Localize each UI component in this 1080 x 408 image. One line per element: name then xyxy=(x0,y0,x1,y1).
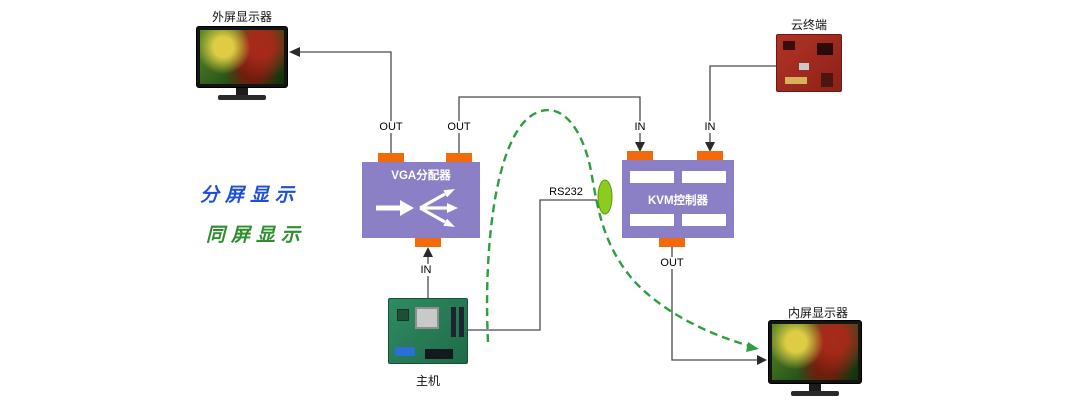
board-connector xyxy=(395,347,415,356)
kvm-slot xyxy=(682,171,726,183)
vga-splitter-box: VGA分配器 xyxy=(362,153,480,247)
kvm-slot xyxy=(682,214,726,226)
connector-host-rs232-to-kvm xyxy=(468,199,597,331)
port-label-vga-out-right: OUT xyxy=(445,121,473,133)
connector-vga-to-kvm xyxy=(458,96,641,153)
port-label-kvm-in-left: IN xyxy=(632,121,648,133)
arrowhead-into-kvm-right xyxy=(705,142,715,152)
same-screen-dashed-path xyxy=(485,108,751,348)
board-chip xyxy=(783,41,795,50)
legend-same-screen: 同屏显示 xyxy=(206,225,307,246)
rs232-port-node xyxy=(597,179,613,215)
ram-slot xyxy=(451,307,456,337)
monitor-stand-neck xyxy=(236,88,248,95)
port-label-kvm-out: OUT xyxy=(658,257,686,269)
port-label-kvm-in-right: IN xyxy=(702,121,718,133)
arrowhead-to-external-monitor xyxy=(289,47,300,57)
internal-monitor xyxy=(768,320,862,396)
board-chip xyxy=(397,309,409,321)
kvm-controller-box: KVM控制器 xyxy=(622,151,734,247)
monitor-stand-base xyxy=(791,391,839,396)
monitor-stand-neck xyxy=(809,384,821,391)
connector-kvm-to-internal-monitor xyxy=(671,247,757,361)
board-chip xyxy=(799,63,809,70)
arrowhead-same-screen-path xyxy=(746,342,759,352)
kvm-in-port-tab xyxy=(627,151,653,160)
monitor-bezel xyxy=(768,320,862,384)
cloud-terminal-board-image xyxy=(776,34,842,92)
cpu-heatsink xyxy=(415,307,439,329)
kvm-slot xyxy=(630,171,674,183)
board-connector xyxy=(425,349,453,359)
port-label-vga-out-left: OUT xyxy=(377,121,405,133)
internal-monitor-label: 内屏显示器 xyxy=(788,306,849,320)
splitter-arrows-icon xyxy=(376,189,458,227)
arrowhead-into-kvm-left xyxy=(635,142,645,152)
kvm-controller-title: KVM控制器 xyxy=(647,195,709,207)
ram-slot xyxy=(459,307,464,337)
external-monitor-label: 外屏显示器 xyxy=(212,10,273,24)
port-label-vga-in: IN xyxy=(418,264,434,276)
kvm-out-port-tab xyxy=(659,238,685,247)
kvm-in-port-tab xyxy=(697,151,723,160)
host-label: 主机 xyxy=(416,374,441,388)
board-chip xyxy=(817,43,833,55)
board-connector xyxy=(785,77,807,84)
vga-in-port-tab xyxy=(415,238,441,247)
monitor-screen xyxy=(200,30,284,84)
legend-split-screen: 分屏显示 xyxy=(200,185,301,206)
vga-out-port-tab xyxy=(446,153,472,162)
vga-out-port-tab xyxy=(378,153,404,162)
arrowhead-into-vga xyxy=(423,247,433,257)
monitor-stand-base xyxy=(218,95,266,100)
kvm-slot xyxy=(630,214,674,226)
monitor-screen xyxy=(772,324,858,380)
cloud-terminal-label: 云终端 xyxy=(791,18,828,32)
monitor-bezel xyxy=(196,26,288,88)
connector-cloud-terminal-to-kvm xyxy=(709,65,776,142)
rs232-label: RS232 xyxy=(547,186,585,198)
arrowhead-to-internal-monitor xyxy=(757,355,767,365)
connector-vga-to-external-monitor xyxy=(299,51,392,153)
vga-splitter-title: VGA分配器 xyxy=(391,170,451,182)
external-monitor xyxy=(196,26,288,100)
host-board-image xyxy=(388,298,468,364)
board-chip xyxy=(821,73,833,87)
